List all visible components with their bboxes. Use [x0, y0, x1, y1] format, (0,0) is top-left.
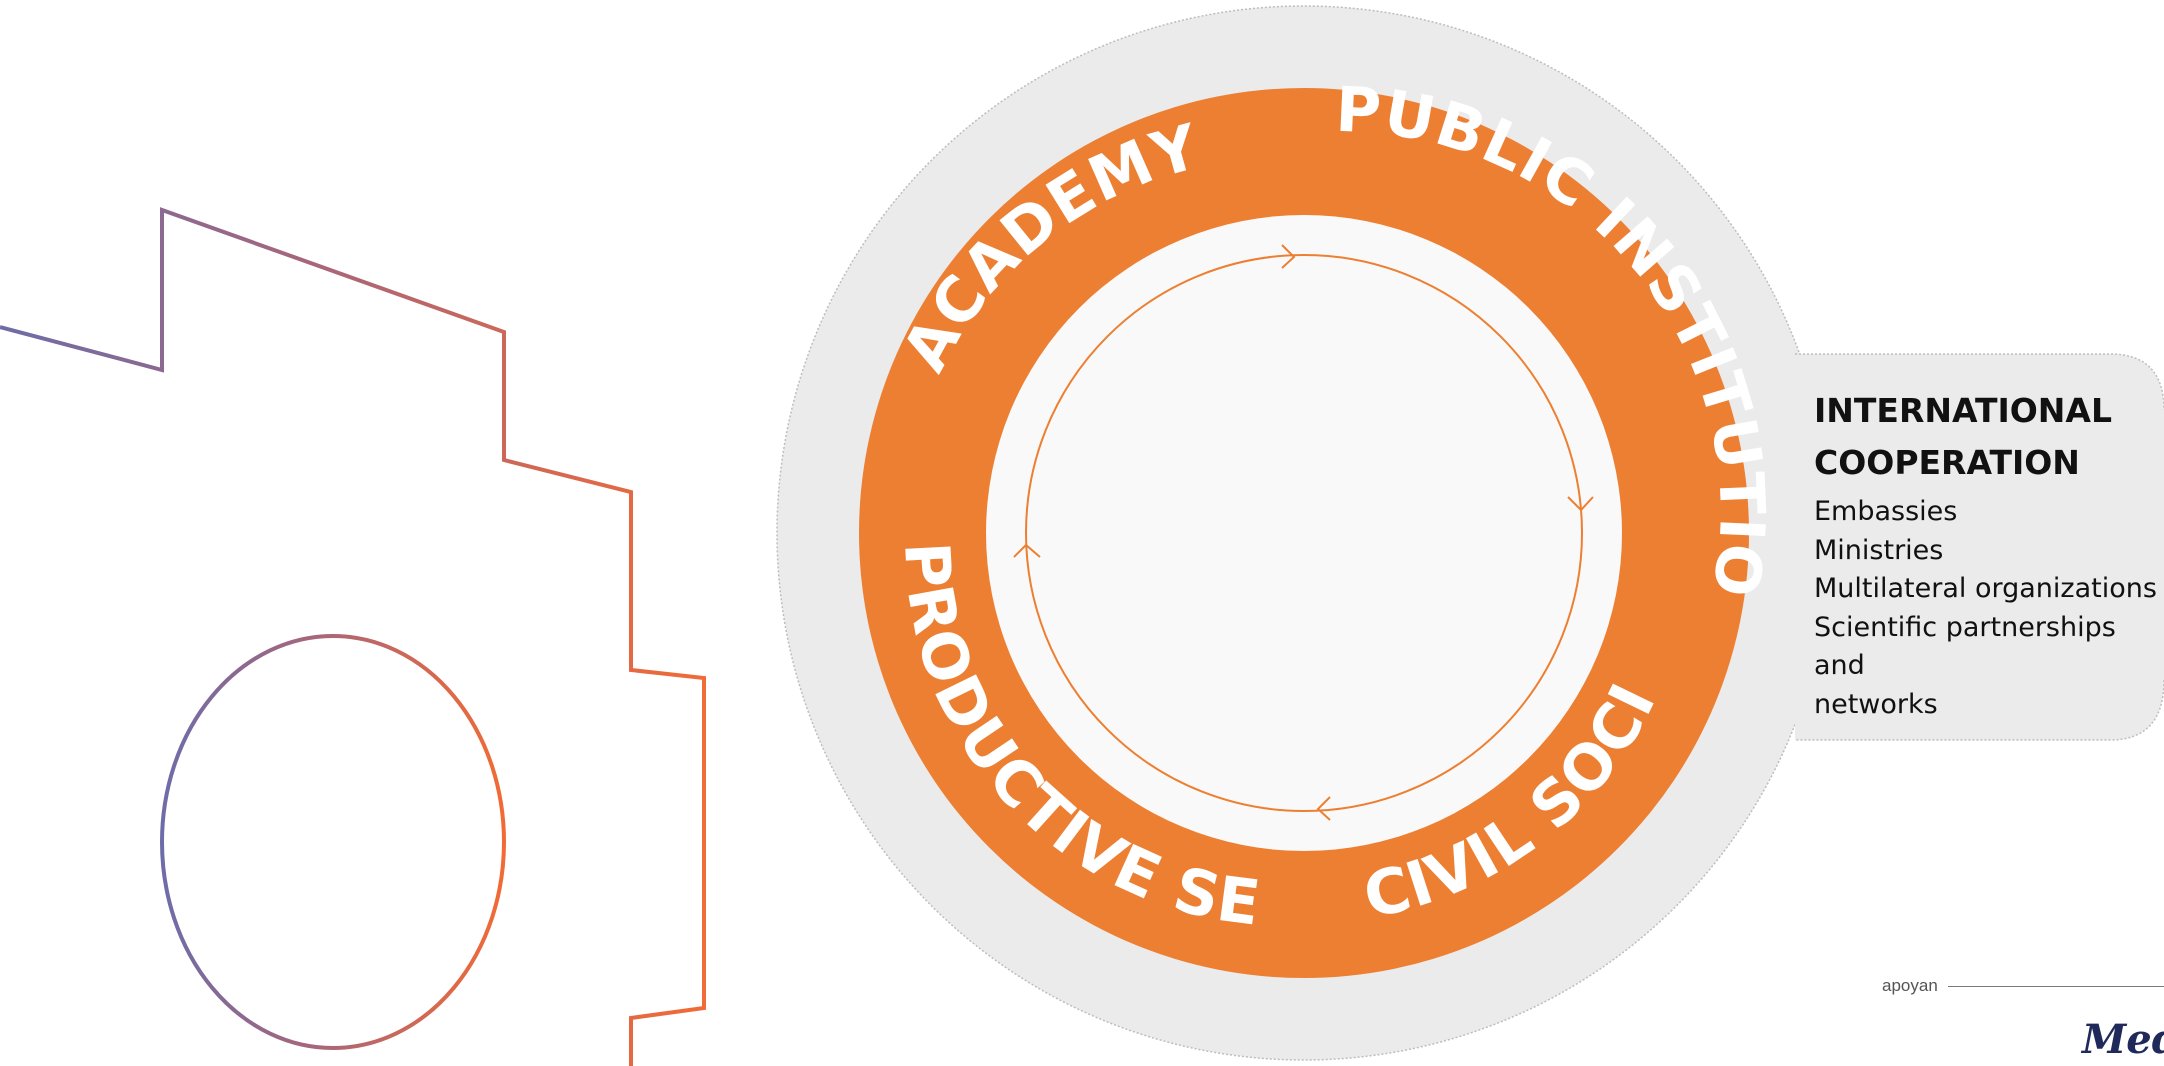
- list-item: Ministries: [1814, 534, 1944, 566]
- list-item: Multilateral organizations: [1814, 573, 2157, 604]
- cooperation-list: Embassies Ministries Multilateral organi…: [1814, 493, 2159, 724]
- list-item: Scientific partnerships and: [1814, 611, 2116, 682]
- sponsor-logo: Med: [2082, 1016, 2164, 1063]
- list-item: Embassies: [1814, 496, 1958, 527]
- cycle-arrow-right: [1567, 496, 1594, 512]
- building-outline: [0, 207, 706, 1066]
- inner-circle: [986, 215, 1622, 851]
- title-line-2: COOPERATION: [1814, 443, 2080, 482]
- cycle-circle: [1025, 254, 1583, 812]
- list-item: networks: [1814, 688, 1938, 720]
- apoyan-divider: [1948, 986, 2164, 987]
- cycle-arrow-top: [1281, 244, 1296, 269]
- title-line-1: INTERNATIONAL: [1814, 391, 2112, 430]
- international-cooperation-title: INTERNATIONAL COOPERATION: [1814, 385, 2159, 489]
- cycle-arrow-bottom: [1316, 796, 1331, 821]
- international-cooperation-panel: INTERNATIONAL COOPERATION Embassies Mini…: [1814, 385, 2159, 724]
- cycle-arrow-left: [1013, 543, 1041, 558]
- apoyan-label: apoyan: [1882, 976, 1938, 995]
- building-window-oval: [160, 634, 506, 1050]
